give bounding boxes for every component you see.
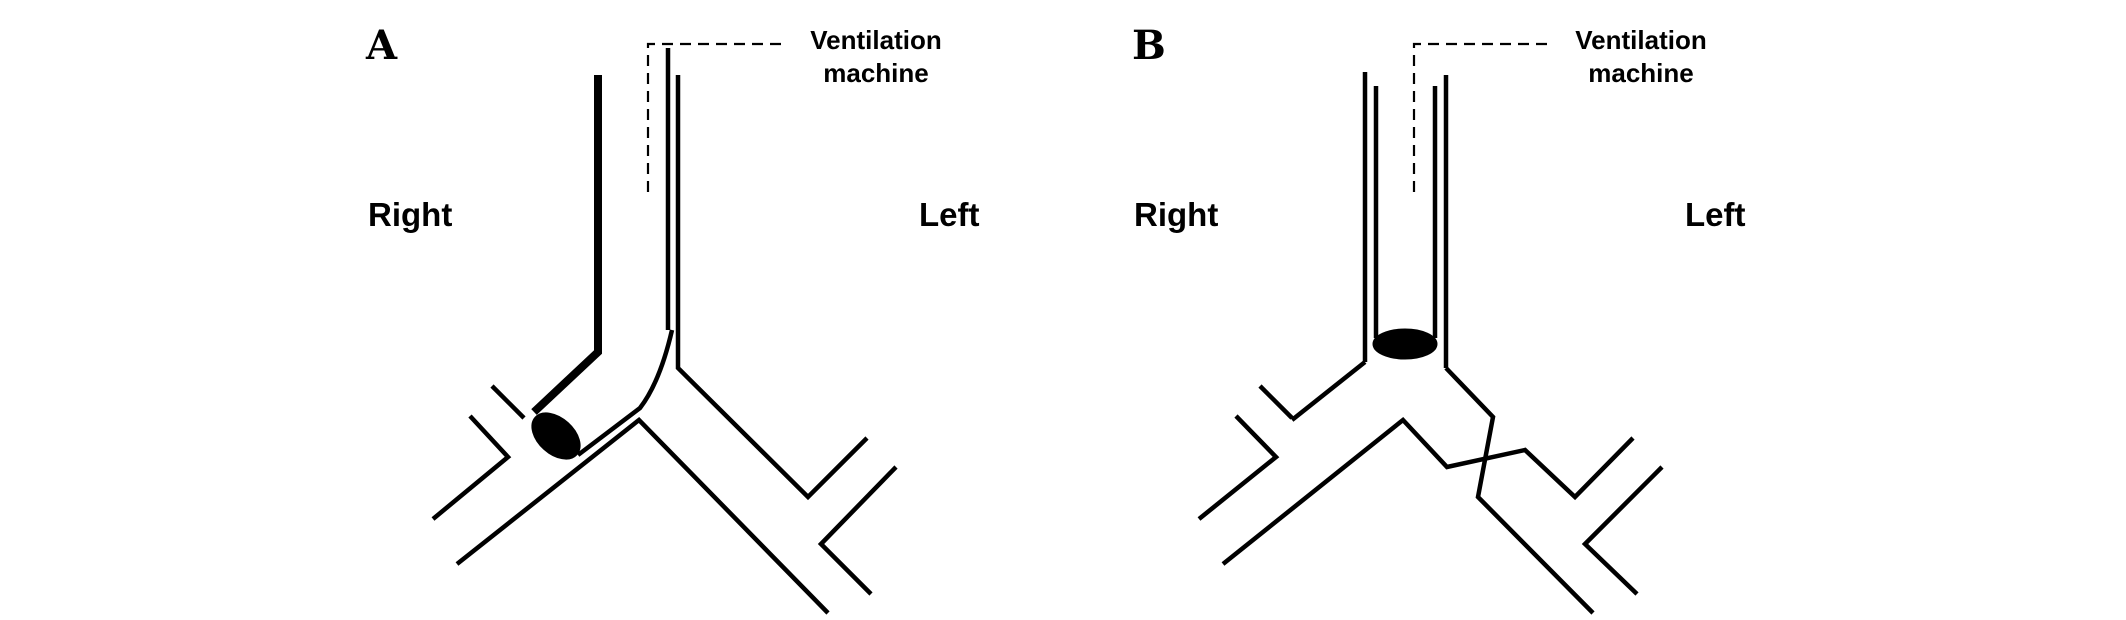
panel-a-left-lower-lobe-wall bbox=[817, 465, 898, 596]
panel-b-carina-wall bbox=[1221, 416, 1635, 566]
panel-a-right-upper-lobe-wall-bottom bbox=[431, 414, 512, 521]
panel-b-right-upper-lobe-wall-bottom bbox=[1197, 414, 1280, 521]
panel-b-right-label: Right bbox=[1134, 196, 1218, 233]
panel-a-ventilation-connector bbox=[646, 42, 786, 192]
panel-a-ventilation-label-line2: machine bbox=[823, 58, 929, 88]
panel-b-tube-cuff bbox=[1372, 328, 1438, 360]
panel-b-right-main-bronchus-upper-wall bbox=[1290, 360, 1367, 422]
panel-a-right-upper-lobe-wall-top bbox=[490, 384, 526, 420]
panel-b-left-lower-lobe-wall bbox=[1581, 465, 1664, 596]
panel-a-tube-inner-wall bbox=[576, 329, 675, 457]
panel-a-ventilation-label-line1: Ventilation bbox=[810, 25, 941, 55]
panel-b-letter: B bbox=[1132, 22, 1166, 69]
panel-b-left-label: Left bbox=[1685, 196, 1746, 233]
panel-b-left-main-bronchus-wall bbox=[1444, 366, 1595, 615]
panel-a-tube-cuff bbox=[531, 412, 581, 460]
panel-a-left-main-bronchus-upper-wall bbox=[675, 75, 869, 501]
panel-b: B Right Left Ventilation machine bbox=[1132, 22, 1746, 615]
panel-b-ventilation-connector bbox=[1412, 42, 1552, 192]
panel-a-tube-outer-wall bbox=[531, 75, 602, 415]
panel-a-carina-wall bbox=[455, 416, 830, 615]
panel-a-letter: A bbox=[365, 22, 398, 69]
panel-b-right-upper-lobe-wall-top bbox=[1258, 384, 1294, 420]
panel-b-ventilation-label-line1: Ventilation bbox=[1575, 25, 1706, 55]
panel-a-left-label: Left bbox=[919, 196, 980, 233]
panel-a-right-label: Right bbox=[368, 196, 452, 233]
panel-a: A Right Left Ventilation machine bbox=[365, 22, 980, 615]
panel-b-ventilation-label-line2: machine bbox=[1588, 58, 1694, 88]
